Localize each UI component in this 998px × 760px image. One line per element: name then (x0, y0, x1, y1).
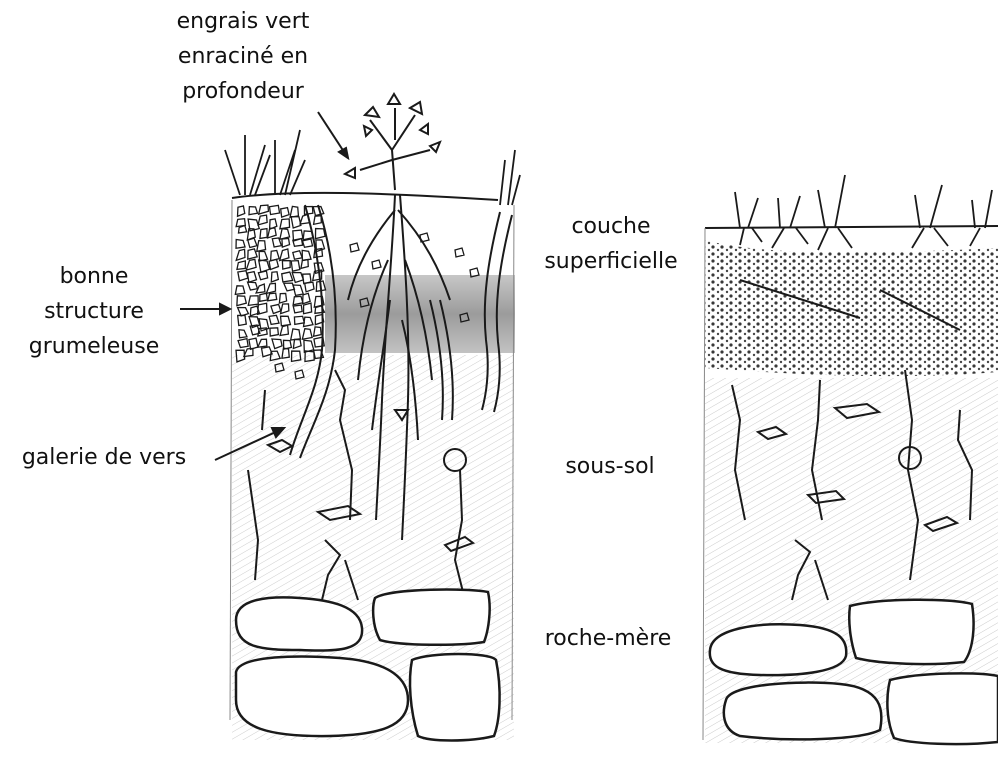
label-subsoil: sous-sol (520, 449, 700, 484)
label-good-structure: bonne structure grumeleuse (14, 259, 174, 364)
label-good-structure-line-2: structure (14, 294, 174, 329)
label-bedrock: roche-mère (518, 621, 698, 656)
label-topsoil: couche superficielle (516, 209, 706, 279)
label-topsoil-line-2: superficielle (516, 244, 706, 279)
left-soil-profile (225, 94, 520, 741)
right-soil-profile (703, 175, 998, 744)
label-worm-gallery: galerie de vers (4, 440, 204, 475)
label-topsoil-line-1: couche (516, 209, 706, 244)
arrowhead-structure (220, 304, 230, 314)
label-good-structure-line-3: grumeleuse (14, 329, 174, 364)
label-green-manure-line-2: enraciné en (143, 39, 343, 74)
arrowhead-green-manure (339, 148, 348, 158)
left-column-edge (230, 200, 232, 720)
label-good-structure-line-1: bonne (14, 259, 174, 294)
label-green-manure-line-3: profondeur (143, 74, 343, 109)
label-green-manure-line-1: engrais vert (143, 4, 343, 39)
label-green-manure: engrais vert enraciné en profondeur (143, 4, 343, 109)
right-column-edge (703, 228, 705, 740)
compacted-topsoil-dots (705, 240, 998, 376)
